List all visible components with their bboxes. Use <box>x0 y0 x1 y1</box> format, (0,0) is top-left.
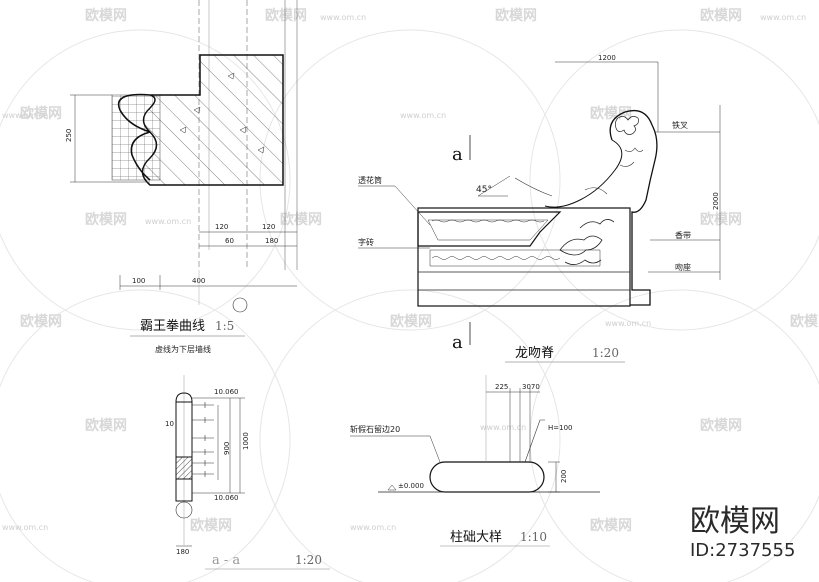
drawing-longwenji: a a 45° 1200 2000 铁叉 <box>358 54 721 363</box>
dim-900: 900 <box>223 442 231 455</box>
scale-zhuchu: 1:10 <box>520 530 547 544</box>
dim-180b: 180 <box>176 548 189 556</box>
watermark-brand: 欧模网 <box>280 211 322 228</box>
dim-180: 180 <box>265 237 278 245</box>
level-zero: ±0.000 <box>398 482 424 490</box>
dim-120a: 120 <box>215 223 228 231</box>
dim-2000: 2000 <box>712 192 720 210</box>
drawing-zhuchu: 225 3070 H=100 200 ±0.000 斩假石留边20 柱础大样 1… <box>350 375 600 547</box>
scale-bawangquan: 1:5 <box>215 319 234 333</box>
dim-225: 225 <box>495 383 508 391</box>
watermark-url: www.om.cn <box>350 523 396 532</box>
brand-id: ID:2737555 <box>690 540 795 561</box>
label-touhuazhuan: 透花筒 <box>358 175 382 185</box>
dim-400: 400 <box>192 277 205 285</box>
dim-1000: 1000 <box>242 432 250 450</box>
brand-block: 欧模网 ID:2737555 <box>690 504 795 561</box>
watermark-brand: 欧模网 <box>495 7 537 24</box>
watermark-url: www.om.cn <box>145 217 191 226</box>
angle-label: 45° <box>476 185 492 195</box>
watermark-brand: 欧模网 <box>85 417 127 434</box>
watermark-url: www.om.cn <box>320 13 366 22</box>
dim-height: 250 <box>65 129 73 142</box>
note-bawangquan: 虚线为下层墙线 <box>155 344 211 354</box>
dim-120b: 120 <box>262 223 275 231</box>
dim-1200: 1200 <box>598 54 616 62</box>
level-bottom: 10.060 <box>214 494 239 502</box>
title-longwenji: 龙吻脊 <box>515 346 554 361</box>
watermark-url: www.om.cn <box>400 111 446 120</box>
section-mark-bottom: a <box>452 332 463 353</box>
scale-longwenji: 1:20 <box>592 346 619 360</box>
level-top: 10.060 <box>214 388 239 396</box>
dim-10: 10 <box>165 420 174 428</box>
watermark-brand: 欧模网 <box>700 7 742 24</box>
note-zhuchu: 斩假石留边20 <box>350 424 400 434</box>
watermark-brand: 欧模网 <box>85 211 127 228</box>
watermark-brand: 欧模网 <box>590 517 632 534</box>
title-zhuchu: 柱础大样 <box>450 530 502 545</box>
watermark-brand: 欧模网 <box>265 7 307 24</box>
title-section: a - a <box>212 553 240 568</box>
watermark-brand: 欧模网 <box>790 313 819 330</box>
title-bawangquan: 霸王拳曲线 <box>140 318 205 334</box>
dim-200: 200 <box>560 470 568 483</box>
section-mark-top: a <box>452 144 463 165</box>
label-wenzuo: 吻座 <box>675 262 691 272</box>
watermark-brand: 欧模网 <box>700 211 742 228</box>
dim-60: 60 <box>225 237 234 245</box>
brand-name: 欧模网 <box>690 504 780 539</box>
dim-100: 100 <box>132 277 145 285</box>
label-tiezha: 铁叉 <box>672 120 688 130</box>
drawing-section-aa: 10.060 10.060 900 1000 10 180 a - a 1:20 <box>165 375 330 570</box>
watermark-url: www.om.cn <box>2 111 48 120</box>
watermark-brand: 欧模网 <box>20 105 62 122</box>
dim-3070: 3070 <box>522 383 540 391</box>
watermark-brand: 欧模网 <box>20 313 62 330</box>
watermark-url: www.om.cn <box>605 319 651 328</box>
dim-h100: H=100 <box>548 424 573 432</box>
watermark-brand: 欧模网 <box>700 417 742 434</box>
label-zizhuan: 字砖 <box>358 237 374 247</box>
watermark-layer: 欧模网 欧模网 欧模网 欧模网 www.om.cn www.om.cn 欧模网 … <box>0 7 819 582</box>
watermark-url: www.om.cn <box>480 423 526 432</box>
drawing-bawangquan: 250 120 120 60 180 100 400 霸王拳曲线 1:5 虚线为… <box>65 0 298 354</box>
label-xiangdai: 香带 <box>675 230 691 240</box>
watermark-url: www.om.cn <box>2 523 48 532</box>
watermark-brand: 欧模网 <box>190 517 232 534</box>
watermark-url: www.om.cn <box>760 13 806 22</box>
watermark-brand: 欧模网 <box>590 105 632 122</box>
scale-section: 1:20 <box>295 553 322 567</box>
watermark-brand: 欧模网 <box>85 7 127 24</box>
watermark-brand: 欧模网 <box>390 313 432 330</box>
